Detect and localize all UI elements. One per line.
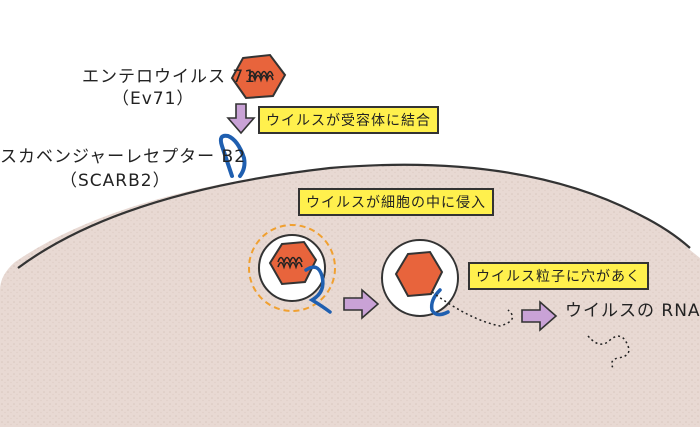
virus-particle-ev71 [230,53,287,100]
endosome-with-virus [248,224,336,314]
arrow-binding [226,103,256,135]
arrow-step-2 [343,288,380,320]
receptor-name-label: スカベンジャーレセプター B2 [0,147,247,167]
step-bind-callout: ウイルスが受容体に結合 [258,106,439,134]
endosome-virus-opened [381,239,459,317]
step-enter-callout: ウイルスが細胞の中に侵入 [298,188,494,216]
receptor-scarb2 [218,133,247,178]
rna-strand [431,291,514,327]
cell-body [0,164,700,427]
receptor-abbr-label: （SCARB2） [60,171,171,191]
step-uncoat-callout: ウイルス粒子に穴があく [468,262,649,290]
virus-name-label: エンテロウイルス 71 [82,67,257,87]
virus-abbr-label: （Ev71） [112,89,195,109]
arrow-step-3 [521,300,558,332]
rna-label: ウイルスの RNA [565,301,700,321]
cell-membrane [17,163,691,269]
